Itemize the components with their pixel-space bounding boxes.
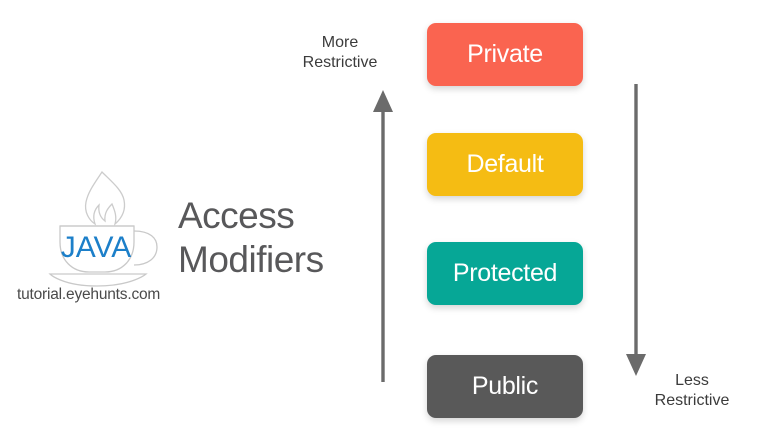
java-cup-logo: JAVA <box>42 168 162 290</box>
modifier-label-public: Public <box>471 372 539 400</box>
cup-handle <box>133 230 158 266</box>
arrow-up-head <box>373 90 393 112</box>
more-restrictive-label: More Restrictive <box>288 33 392 73</box>
modifier-box-default[interactable]: Default <box>427 133 583 196</box>
modifier-box-private[interactable]: Private <box>427 23 583 86</box>
more-restrictive-line1: More <box>321 34 359 51</box>
more-restrictive-arrow <box>362 88 404 382</box>
less-restrictive-line2: Restrictive <box>654 392 730 409</box>
arrow-down-head <box>626 354 646 376</box>
logo-java-text: JAVA <box>61 231 132 264</box>
modifier-label-protected: Protected <box>452 259 558 287</box>
more-restrictive-line2: Restrictive <box>302 54 378 71</box>
modifier-label-private: Private <box>467 40 543 68</box>
java-cup-logo-svg: JAVA <box>48 170 158 287</box>
cup-saucer <box>48 273 148 287</box>
modifier-label-default: Default <box>466 150 544 178</box>
modifier-box-public[interactable]: Public <box>427 355 583 418</box>
page-title-line1: Access <box>178 195 295 236</box>
page-title-line2: Modifiers <box>178 239 324 280</box>
less-restrictive-label: Less Restrictive <box>640 371 744 411</box>
modifier-box-protected[interactable]: Protected <box>427 242 583 305</box>
brand-block: JAVA tutorial.eyehunts.com Access Modifi… <box>14 168 334 308</box>
arrow-up-icon <box>373 90 393 382</box>
page-title: Access Modifiers <box>178 194 324 282</box>
site-caption: tutorial.eyehunts.com <box>17 286 161 303</box>
arrow-down-icon <box>626 84 646 376</box>
flame-icon <box>84 170 126 226</box>
less-restrictive-line1: Less <box>675 372 709 389</box>
less-restrictive-arrow <box>615 84 657 378</box>
cup-body <box>59 225 135 273</box>
